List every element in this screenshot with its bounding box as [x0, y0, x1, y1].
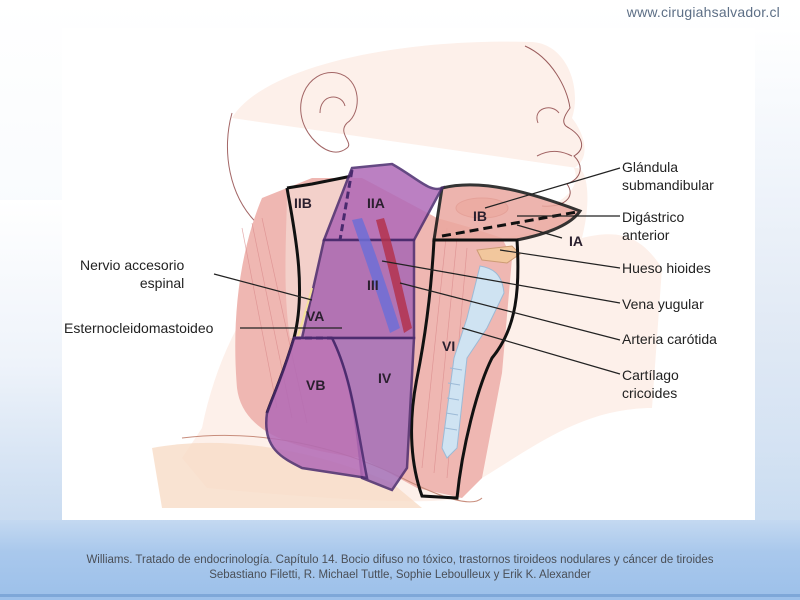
- level-label-iii: III: [367, 277, 379, 293]
- level-vb-region: [264, 336, 369, 480]
- caption-line-2: Sebastiano Filetti, R. Michael Tuttle, S…: [209, 569, 591, 581]
- label-line: Arteria carótida: [622, 331, 717, 347]
- trachea-cartilage: [441, 265, 505, 459]
- slide-background-right: [755, 30, 800, 530]
- leader-hioides: [499, 249, 621, 269]
- label-vena-yugular: Vena yugular: [622, 295, 704, 313]
- mouth: [536, 150, 573, 157]
- leader-lines: [213, 167, 621, 375]
- level-label-va: VA: [306, 308, 324, 324]
- hyoid-bone: [476, 245, 521, 264]
- tracheal-rings: [444, 367, 463, 431]
- slide-background-left: [0, 200, 62, 530]
- label-glandula-submandibular: Glándula submandibular: [622, 158, 714, 194]
- label-line: Esternocleidomastoideo: [64, 320, 214, 336]
- slide-footer-rule: [0, 594, 800, 597]
- label-line: Vena yugular: [622, 296, 704, 312]
- level-i-region: [432, 183, 583, 242]
- label-line: espinal: [139, 275, 185, 291]
- leader-ia: [516, 224, 563, 239]
- diagram-panel: IIB IIA IB IA III VA VB IV VI Nervio acc…: [62, 28, 755, 520]
- label-line: Cartílago: [622, 367, 679, 383]
- label-nervio-accesorio: Nervio accesorio espinal: [80, 256, 184, 292]
- iia-iib-divider: [338, 169, 354, 241]
- jugular-vein: [352, 218, 400, 333]
- level-label-iib: IIB: [294, 195, 312, 211]
- carotid-artery: [376, 218, 412, 333]
- label-line: submandibular: [622, 177, 714, 193]
- site-url[interactable]: www.cirugiahsalvador.cl: [626, 4, 780, 20]
- label-line: Glándula: [622, 159, 679, 175]
- nostril: [536, 107, 560, 124]
- leader-nervio: [213, 273, 313, 301]
- accessory-nerve: [297, 287, 313, 337]
- face-profile-line: [524, 45, 583, 207]
- level-label-vi: VI: [442, 338, 455, 354]
- leader-glandula: [484, 167, 621, 209]
- neck-levels-illustration: IIB IIA IB IA III VA VB IV VI: [152, 41, 662, 508]
- level-label-ib: IB: [473, 208, 487, 224]
- label-hueso-hioides: Hueso hioides: [622, 259, 711, 277]
- slide-footer-band: [0, 520, 800, 600]
- label-line: Digástrico: [622, 209, 685, 225]
- label-line: anterior: [622, 227, 670, 243]
- label-line: Hueso hioides: [622, 260, 711, 276]
- label-line: Nervio accesorio: [80, 257, 185, 273]
- shoulder-skin: [152, 442, 422, 508]
- leader-cricoides: [461, 327, 621, 375]
- level-vi-region: [410, 238, 520, 500]
- label-digastrico-anterior: Digástrico anterior: [622, 208, 684, 244]
- level-label-iv: IV: [378, 370, 392, 386]
- source-caption: Williams. Tratado de endocrinología. Cap…: [0, 553, 800, 583]
- level-label-ia: IA: [569, 233, 583, 249]
- ear-inner: [319, 96, 346, 114]
- label-cartilago-cricoides: Cartílago cricoides: [622, 366, 679, 402]
- leader-arteria: [399, 282, 621, 341]
- label-arteria-carotida: Arteria carótida: [622, 330, 717, 348]
- level-label-iia: IIA: [367, 195, 385, 211]
- ear: [300, 72, 358, 153]
- caption-line-1: Williams. Tratado de endocrinología. Cap…: [86, 554, 714, 566]
- level-iib-top: [286, 174, 353, 190]
- level-label-vb: VB: [306, 377, 325, 393]
- back-of-head-line: [227, 112, 263, 229]
- label-line: cricoides: [622, 385, 678, 401]
- label-esternocleidomastoideo: Esternocleidomastoideo: [64, 319, 213, 337]
- leader-vena: [381, 260, 621, 304]
